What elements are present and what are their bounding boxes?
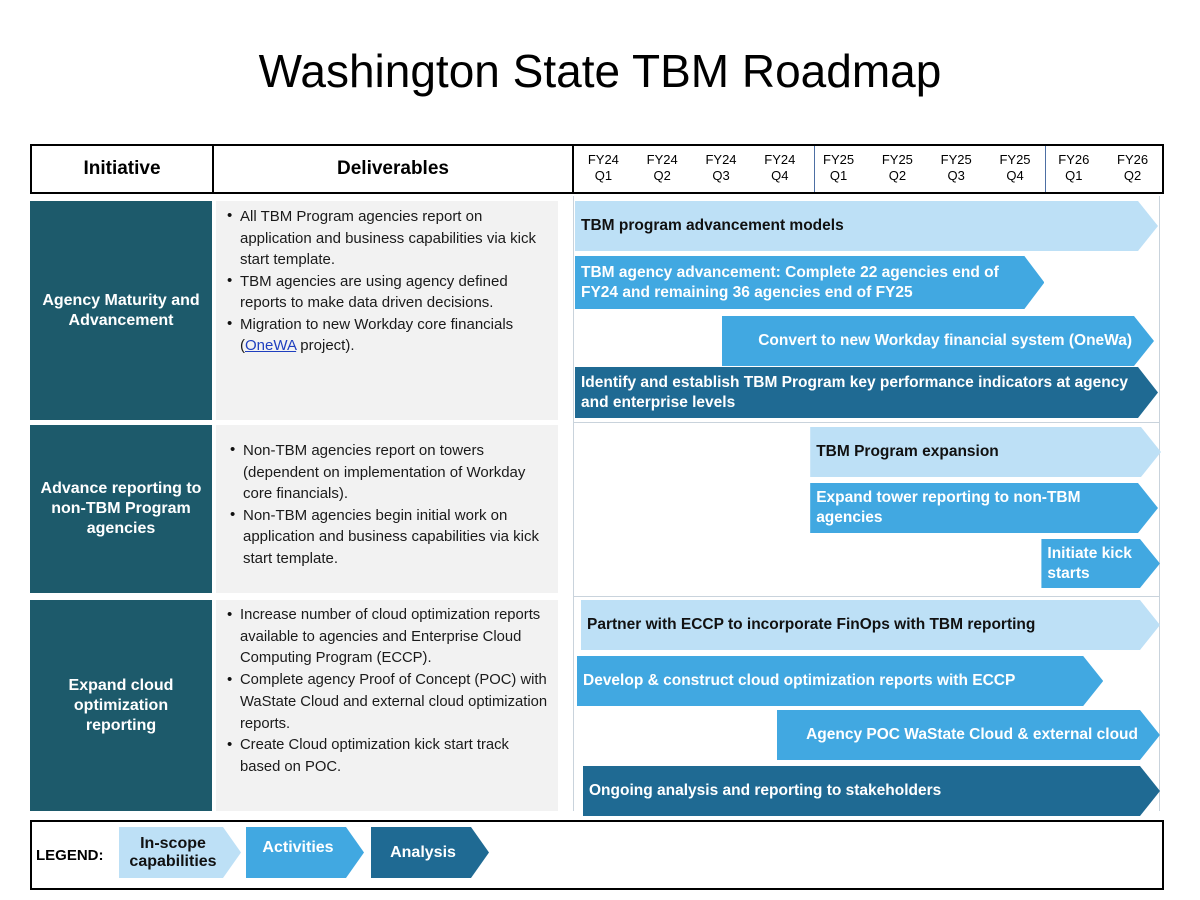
fiscal-year: FY26 bbox=[1058, 152, 1090, 167]
roadmap-bar-inscope: TBM program advancement models bbox=[575, 201, 1158, 251]
roadmap-bar-label: TBM agency advancement: Complete 22 agen… bbox=[581, 263, 999, 301]
roadmap-bar-inscope: Partner with ECCP to incorporate FinOps … bbox=[581, 600, 1160, 650]
roadmap-bar-activity: TBM agency advancement: Complete 22 agen… bbox=[575, 256, 1044, 309]
fiscal-quarter: Q1 bbox=[594, 168, 613, 183]
deliverable-item: Create Cloud optimization kick start tra… bbox=[227, 734, 552, 778]
roadmap-bar-label: Partner with ECCP to incorporate FinOps … bbox=[587, 616, 1036, 633]
fiscal-quarter: Q2 bbox=[888, 168, 907, 183]
fiscal-quarter: Q4 bbox=[1006, 168, 1024, 183]
roadmap-bar-activity: Expand tower reporting to non-TBM agenci… bbox=[810, 483, 1158, 533]
roadmap-bar-label: Initiate kick starts bbox=[1047, 544, 1132, 582]
roadmap-bar-activity: Agency POC WaState Cloud & external clou… bbox=[777, 710, 1160, 760]
deliverable-item: All TBM Program agencies report on appli… bbox=[227, 205, 552, 271]
legend-inscope: In-scope capabilities bbox=[119, 827, 241, 878]
deliverable-item: Migration to new Workday core financials… bbox=[227, 313, 552, 357]
deliverables-advance-reporting: Non-TBM agencies report on towers (depen… bbox=[216, 425, 558, 593]
deliverable-item: Non-TBM agencies begin initial work on a… bbox=[230, 504, 552, 570]
roadmap-bar-label: TBM program advancement models bbox=[581, 217, 844, 234]
fiscal-year: FY25 bbox=[881, 152, 913, 167]
fiscal-quarter: Q4 bbox=[771, 168, 789, 183]
fiscal-year: FY25 bbox=[940, 152, 972, 167]
fiscal-quarter: Q3 bbox=[712, 168, 730, 183]
fiscal-year: FY25 bbox=[999, 152, 1031, 167]
fy-separator bbox=[814, 146, 815, 192]
fiscal-quarter: Q2 bbox=[1123, 168, 1142, 183]
fiscal-quarter: Q1 bbox=[1065, 168, 1083, 183]
section-separator bbox=[574, 422, 1160, 423]
deliverable-text: Migration to new Workday core financials… bbox=[240, 315, 514, 355]
deliverable-text: project). bbox=[296, 337, 355, 354]
deliverable-item: Increase number of cloud optimization re… bbox=[227, 604, 552, 670]
fiscal-year: FY25 bbox=[823, 152, 855, 167]
initiative-header: Initiative bbox=[30, 144, 214, 194]
timeline-left-edge bbox=[573, 196, 574, 811]
fiscal-year: FY26 bbox=[1117, 152, 1149, 167]
deliverables-agency-maturity: All TBM Program agencies report on appli… bbox=[216, 201, 558, 420]
roadmap-bar-analysis: Ongoing analysis and reporting to stakeh… bbox=[583, 766, 1160, 816]
initiative-agency-maturity: Agency Maturity and Advancement bbox=[30, 201, 212, 420]
roadmap-bar-activity: Initiate kick starts bbox=[1041, 539, 1160, 588]
fiscal-year: FY24 bbox=[705, 152, 737, 167]
roadmap-bar-label: TBM Program expansion bbox=[816, 443, 999, 460]
roadmap-bar-label: Develop & construct cloud optimization r… bbox=[583, 672, 1016, 689]
roadmap-bar-inscope: TBM Program expansion bbox=[810, 427, 1161, 477]
legend-activities: Activities bbox=[246, 827, 364, 878]
deliverable-item: Non-TBM agencies report on towers (depen… bbox=[230, 439, 552, 505]
deliverable-item: TBM agencies are using agency defined re… bbox=[227, 270, 552, 314]
onewa-link[interactable]: OneWA bbox=[245, 337, 297, 354]
roadmap-bar-label: Expand tower reporting to non-TBM agenci… bbox=[816, 489, 1081, 526]
fy-separator bbox=[1045, 146, 1046, 192]
fiscal-year: FY24 bbox=[764, 152, 796, 167]
initiative-advance-reporting: Advance reporting to non-TBM Program age… bbox=[30, 425, 212, 593]
legend-analysis: Analysis bbox=[371, 827, 489, 878]
roadmap-bar-label: Ongoing analysis and reporting to stakeh… bbox=[589, 782, 942, 799]
fiscal-quarter: Q1 bbox=[829, 168, 848, 183]
timeline-right-edge bbox=[1159, 196, 1160, 811]
initiative-cloud-optimization: Expand cloud optimization reporting bbox=[30, 600, 212, 811]
deliverable-item: Complete agency Proof of Concept (POC) w… bbox=[227, 669, 552, 735]
deliverables-header: Deliverables bbox=[212, 144, 574, 194]
roadmap-bar-label: Agency POC WaState Cloud & external clou… bbox=[806, 726, 1138, 743]
section-separator bbox=[574, 596, 1160, 597]
page-title: Washington State TBM Roadmap bbox=[258, 45, 942, 97]
deliverables-cloud-optimization: Increase number of cloud optimization re… bbox=[216, 600, 558, 811]
roadmap-bar-activity: Convert to new Workday financial system … bbox=[722, 316, 1154, 366]
roadmap-bar-analysis: Identify and establish TBM Program key p… bbox=[575, 367, 1158, 418]
legend-label: LEGEND: bbox=[36, 847, 104, 864]
fiscal-year: FY24 bbox=[646, 152, 678, 167]
roadmap-bar-label: Identify and establish TBM Program key p… bbox=[581, 373, 1128, 411]
roadmap-bar-label: Convert to new Workday financial system … bbox=[758, 332, 1132, 349]
fiscal-quarter: Q2 bbox=[653, 168, 671, 183]
fiscal-quarter: Q3 bbox=[947, 168, 965, 183]
timeline-header bbox=[572, 144, 1164, 194]
roadmap-bar-activity: Develop & construct cloud optimization r… bbox=[577, 656, 1103, 706]
fiscal-year: FY24 bbox=[587, 152, 619, 167]
